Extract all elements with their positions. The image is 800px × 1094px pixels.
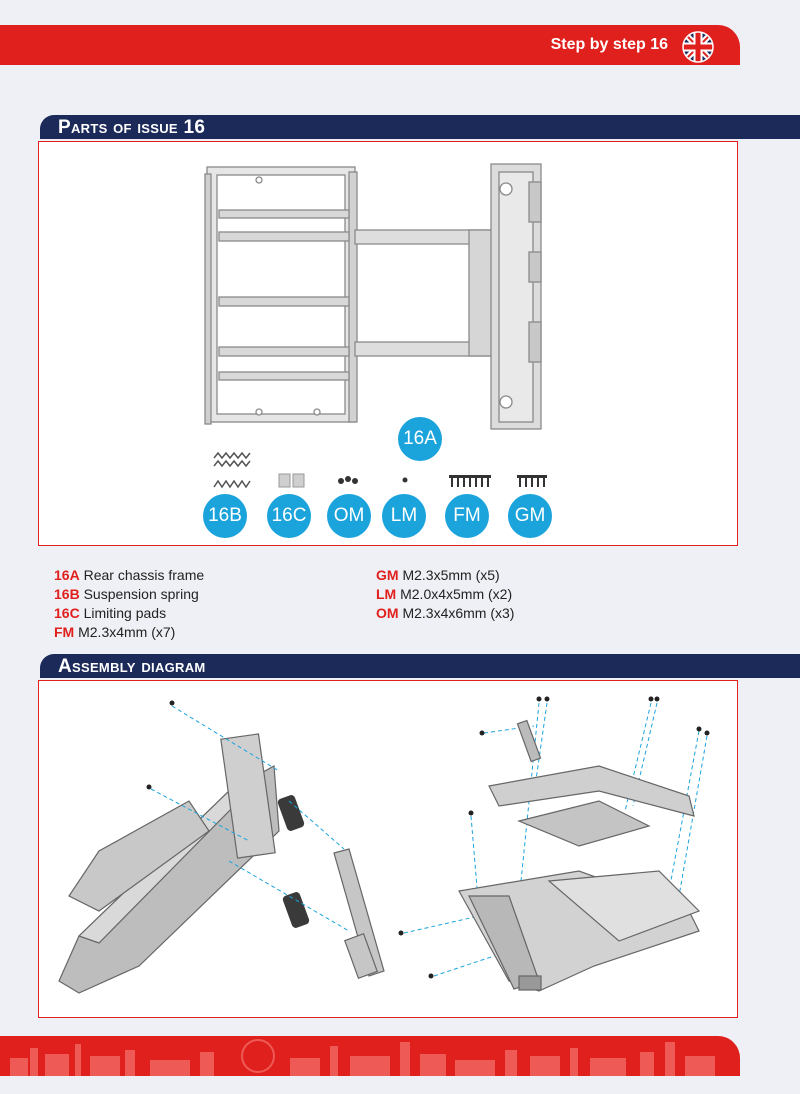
rear-chassis-frame-image bbox=[204, 163, 542, 430]
assembly-diagram bbox=[58, 696, 710, 994]
springs-image bbox=[213, 451, 251, 489]
parts-section-header: Parts of issue 16 bbox=[40, 115, 800, 139]
parts-heading: Parts of issue 16 bbox=[58, 117, 206, 138]
badge-om: OM bbox=[327, 494, 371, 538]
legend-item: LM M2.0x4x5mm (x2) bbox=[376, 586, 513, 602]
legend-item: 16A Rear chassis frame bbox=[54, 567, 205, 583]
legend-item: 16C Limiting pads bbox=[54, 605, 167, 621]
upper-chassis bbox=[488, 719, 695, 847]
uk-flag-icon bbox=[682, 31, 714, 63]
legend-item: GM M2.3x5mm (x5) bbox=[376, 567, 500, 583]
header-bar: Step by step 16 bbox=[0, 25, 740, 65]
assembly-screws bbox=[146, 696, 710, 979]
parts-illustration bbox=[204, 163, 547, 489]
legend-item: FM M2.3x4mm (x7) bbox=[54, 624, 176, 640]
assembly-box bbox=[38, 680, 738, 1018]
assembly-section-header: Assembly diagram bbox=[40, 654, 800, 678]
side-rail-assembly bbox=[58, 733, 280, 994]
springs bbox=[277, 795, 310, 928]
step-title: Step by step 16 bbox=[550, 36, 668, 53]
badge-gm: GM bbox=[508, 494, 552, 538]
parts-box: 16A 16B 16C OM LM FM GM bbox=[38, 141, 738, 546]
legend-right: GM M2.3x5mm (x5) LM M2.0x4x5mm (x2) OM M… bbox=[376, 566, 514, 623]
badge-lm: LM bbox=[382, 494, 426, 538]
badge-16c: 16C bbox=[267, 494, 311, 538]
assembly-heading: Assembly diagram bbox=[58, 656, 206, 677]
footer-skyline-bar bbox=[0, 1036, 740, 1076]
legend-left: 16A Rear chassis frame 16B Suspension sp… bbox=[54, 566, 204, 642]
legend-item: 16B Suspension spring bbox=[54, 586, 199, 602]
pads-image bbox=[278, 473, 305, 488]
badge-16a: 16A bbox=[398, 417, 442, 461]
lower-chassis bbox=[458, 870, 701, 992]
badge-16b: 16B bbox=[203, 494, 247, 538]
suspension-arm bbox=[333, 848, 385, 979]
screws-image bbox=[338, 475, 547, 487]
legend-item: OM M2.3x4x6mm (x3) bbox=[376, 605, 515, 621]
badge-fm: FM bbox=[445, 494, 489, 538]
london-skyline-decoration bbox=[10, 1039, 715, 1076]
